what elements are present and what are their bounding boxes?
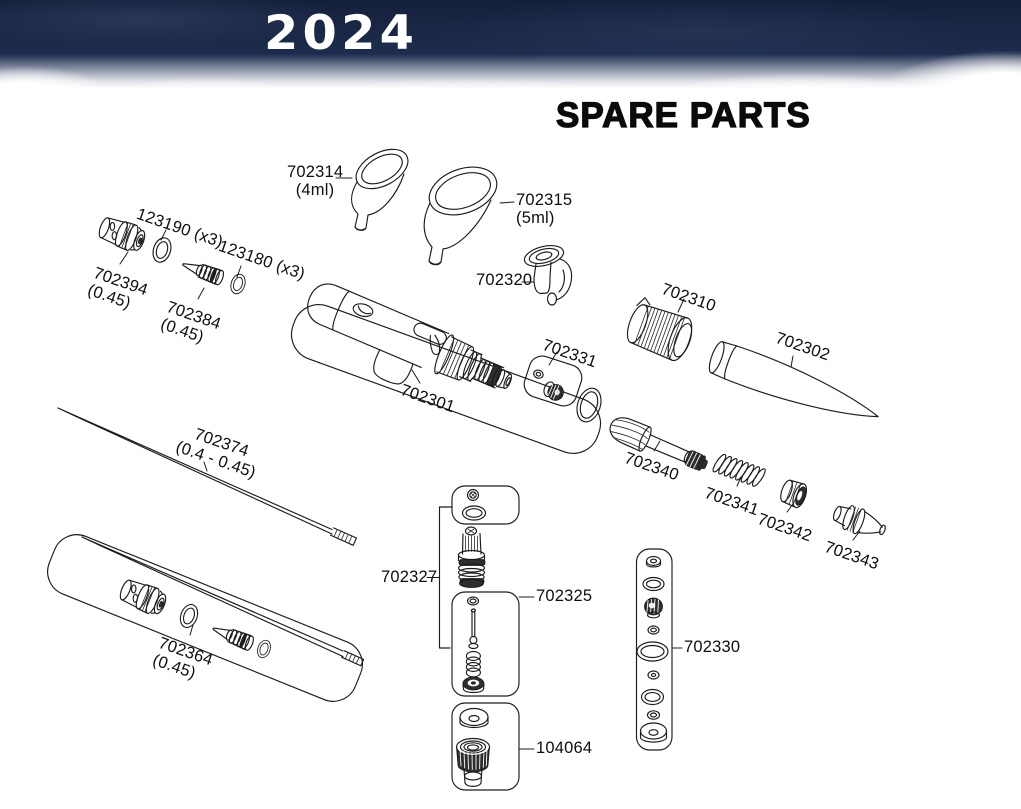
handle-drawing (708, 341, 879, 418)
needle-nozzle-kit-drawing (47, 534, 365, 702)
part-label-702325: 702325 (536, 587, 593, 605)
chucking-guide-drawing (609, 417, 708, 471)
nozzle-drawing (179, 256, 226, 287)
cup-4ml-drawing (350, 148, 409, 231)
lid-drawing (523, 245, 573, 306)
oring-123190-drawing (149, 234, 175, 266)
part-label-702327: 702327 (381, 568, 438, 586)
part-label-702315: 702315(5ml) (516, 191, 573, 228)
year-text: 2024 (264, 6, 419, 61)
valve-assembly-drawing (438, 485, 520, 697)
leader-lines (119, 177, 861, 750)
banner-cloud-fade (0, 0, 1021, 94)
year-banner (0, 0, 1021, 94)
spring-drawing (712, 453, 766, 487)
body-kit-outline (290, 304, 602, 454)
seal-set-drawing (635, 548, 673, 751)
part-label-104064: 104064 (536, 739, 593, 757)
part-label-702330: 702330 (684, 638, 741, 656)
needle-drawing (57, 407, 358, 546)
page-title: SPARE PARTS (555, 95, 811, 135)
body-oring-drawing (576, 387, 602, 423)
nut-drawing (780, 479, 808, 509)
part-label-702320: 702320 (476, 271, 533, 289)
valve-screw-kit-drawing (523, 355, 583, 407)
oring-123180-drawing (227, 271, 249, 297)
hose-connector-kit-drawing (451, 702, 520, 791)
airbrush-body-drawing (307, 283, 513, 389)
cup-5ml-drawing (423, 166, 498, 266)
valve-piece-drawing (832, 505, 886, 536)
knob-drawing (626, 297, 693, 362)
part-label-702314: 702314(4ml) (287, 163, 344, 200)
